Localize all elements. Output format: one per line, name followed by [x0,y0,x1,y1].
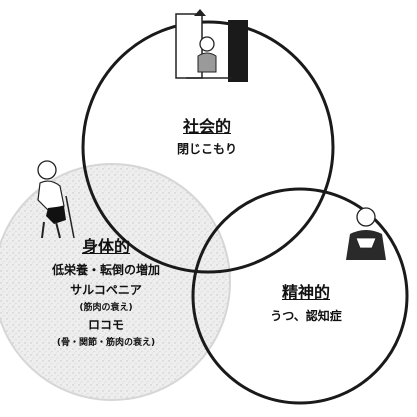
social-line-0: 閉じこもり [176,142,238,156]
physical-heading: 身体的 [81,237,131,256]
worried-person-icon [346,207,386,260]
social-circle [81,20,335,274]
physical-line-2: (筋肉の衰え) [79,303,133,313]
mental-heading: 精神的 [281,283,331,302]
physical-line-0: 低栄養・転倒の増加 [51,263,161,277]
mental-circle [191,187,409,405]
physical-line-4: (骨・関節・筋肉の衰え) [56,338,156,348]
person-at-door-icon [175,9,248,82]
physical-circle [0,163,231,401]
social-heading: 社会的 [182,117,232,136]
physical-line-3: ロコモ [87,318,125,332]
walking-elderly-person-icon [37,160,75,239]
mental-line-0: うつ、認知症 [270,309,342,323]
physical-line-1: サルコペニア [70,283,142,297]
